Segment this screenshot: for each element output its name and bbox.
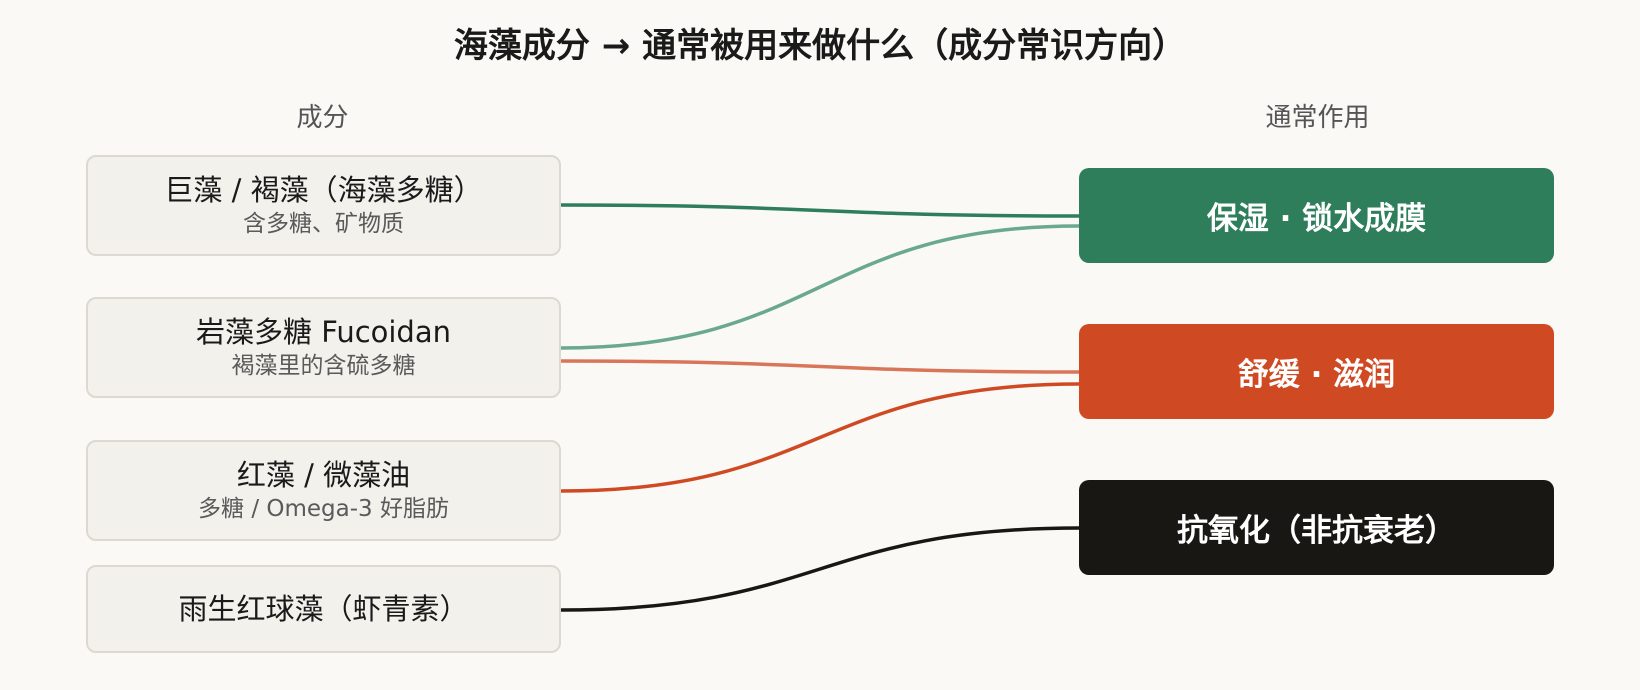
effect-box-moisturize: 保湿 · 锁水成膜 xyxy=(1079,168,1554,263)
effect-label: 保湿 · 锁水成膜 xyxy=(1206,201,1427,237)
ingredient-name: 雨生红球藻（虾青素） xyxy=(178,591,469,626)
ingredient-box-fucoidan: 岩藻多糖 Fucoidan 褐藻里的含硫多糖 xyxy=(86,297,561,398)
ingredient-note: 多糖 / Omega-3 好脂肪 xyxy=(198,495,449,522)
link-fucoidan-moisturize xyxy=(560,224,1080,350)
effect-box-antioxidant: 抗氧化（非抗衰老） xyxy=(1079,480,1554,575)
ingredient-note: 褐藻里的含硫多糖 xyxy=(231,352,416,379)
ingredient-box-red-algae: 红藻 / 微藻油 多糖 / Omega-3 好脂肪 xyxy=(86,440,561,541)
ingredient-name: 巨藻 / 褐藻（海藻多糖） xyxy=(164,172,483,207)
link-red-algae-soothe xyxy=(560,382,1080,493)
ingredients-column-header: 成分 xyxy=(296,103,349,133)
effect-label: 舒缓 · 滋润 xyxy=(1237,357,1396,393)
ingredient-name: 红藻 / 微藻油 xyxy=(236,457,411,492)
effect-label: 抗氧化（非抗衰老） xyxy=(1177,513,1456,549)
link-kelp-moisturize xyxy=(560,203,1080,218)
ingredient-name: 岩藻多糖 Fucoidan xyxy=(196,314,451,349)
ingredient-box-kelp: 巨藻 / 褐藻（海藻多糖） 含多糖、矿物质 xyxy=(86,155,561,256)
diagram-title: 海藻成分 → 通常被用来做什么（成分常识方向） xyxy=(453,26,1187,66)
link-fucoidan-soothe xyxy=(560,359,1080,374)
ingredient-note: 含多糖、矿物质 xyxy=(243,210,404,237)
effect-box-soothe: 舒缓 · 滋润 xyxy=(1079,324,1554,419)
ingredient-box-haematococcus: 雨生红球藻（虾青素） xyxy=(86,565,561,653)
effects-column-header: 通常作用 xyxy=(1265,103,1370,133)
link-haematococcus-antioxidant xyxy=(560,526,1080,612)
